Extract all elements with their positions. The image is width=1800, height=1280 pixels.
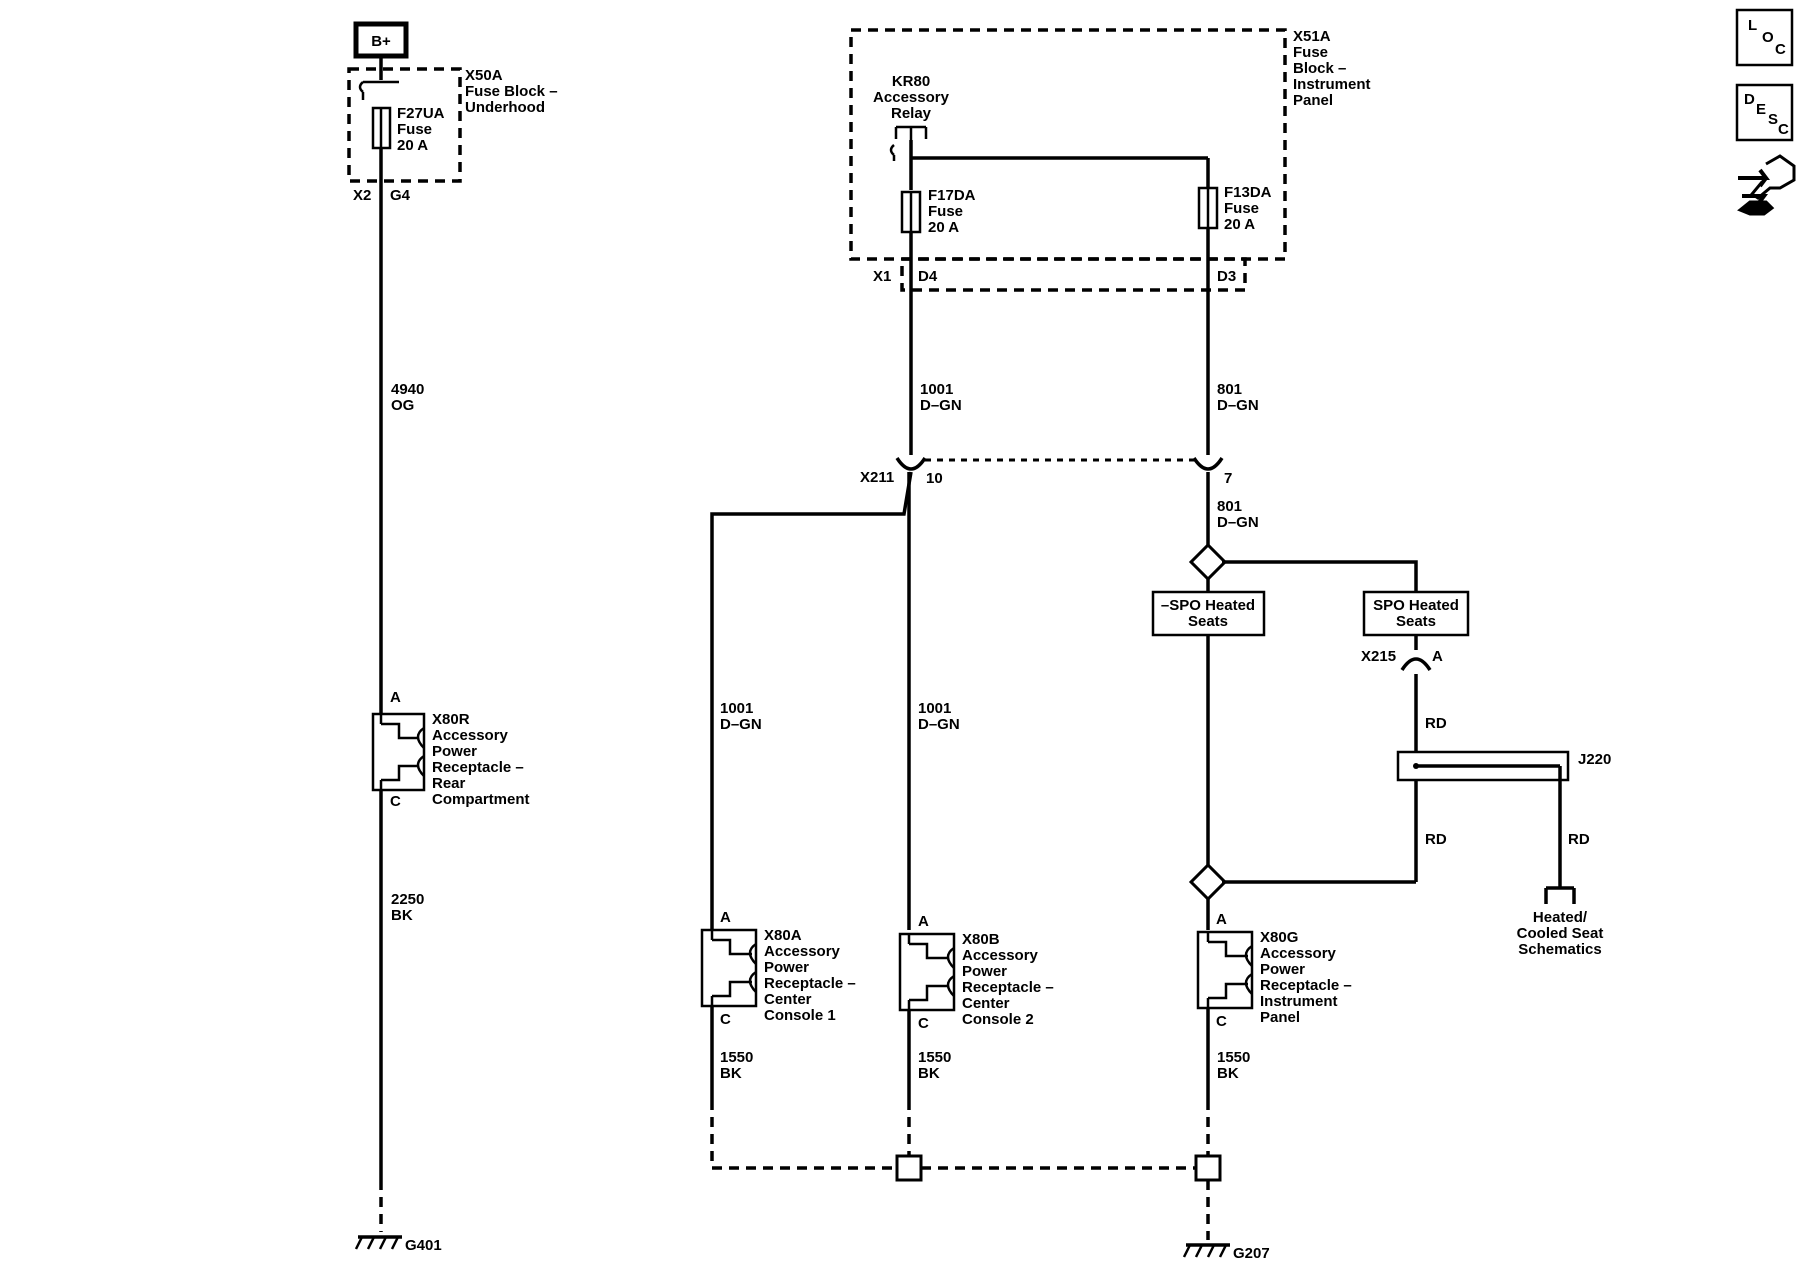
ground-g207: G207	[1182, 1243, 1270, 1262]
svg-text:C: C	[720, 1011, 731, 1028]
svg-text:RD: RD	[1568, 831, 1590, 848]
connector-x211: X211 10 7	[860, 457, 1232, 487]
svg-text:10: 10	[926, 470, 943, 487]
svg-text:C: C	[390, 793, 401, 810]
svg-text:G207: G207	[1233, 1245, 1270, 1262]
svg-text:J220: J220	[1578, 751, 1611, 768]
svg-text:D4: D4	[918, 268, 938, 285]
svg-text:A: A	[390, 689, 401, 706]
svg-text:C: C	[1775, 41, 1786, 58]
svg-text:O: O	[1762, 29, 1774, 46]
fuse-block-underhood-id: X50A	[465, 67, 503, 84]
svg-text:B+: B+	[371, 33, 391, 50]
ground-g401: G401	[354, 1235, 442, 1254]
connector-x215: X215 A	[1361, 648, 1443, 690]
connector-x2-label: X2	[353, 187, 371, 204]
svg-text:X215: X215	[1361, 648, 1396, 665]
location-button[interactable]: L O C	[1735, 8, 1794, 67]
svg-text:C: C	[1216, 1013, 1227, 1030]
svg-text:G401: G401	[405, 1237, 442, 1254]
svg-text:7: 7	[1224, 470, 1232, 487]
svg-text:A: A	[1432, 648, 1443, 665]
fuse-block-underhood-name: Fuse Block –Underhood	[465, 83, 558, 116]
svg-text:A: A	[918, 913, 929, 930]
description-button[interactable]: D E S C	[1735, 83, 1794, 142]
svg-text:X211: X211	[860, 469, 894, 486]
svg-text:S: S	[1768, 111, 1778, 128]
svg-text:C: C	[1778, 121, 1789, 138]
svg-text:C: C	[918, 1015, 929, 1032]
splice-j220: J220	[1396, 750, 1611, 888]
connector-view-icon[interactable]	[1737, 154, 1796, 216]
svg-text:A: A	[1216, 911, 1227, 928]
svg-text:E: E	[1756, 101, 1766, 118]
svg-text:RD: RD	[1425, 715, 1447, 732]
svg-text:X1: X1	[873, 268, 891, 285]
svg-text:X51A: X51A	[1293, 28, 1331, 45]
svg-text:D: D	[1744, 91, 1755, 108]
pin-g4-label: G4	[390, 187, 411, 204]
svg-text:D3: D3	[1217, 268, 1236, 285]
svg-text:L: L	[1748, 17, 1757, 34]
svg-text:A: A	[720, 909, 731, 926]
svg-text:RD: RD	[1425, 831, 1447, 848]
battery-terminal: B+	[353, 21, 409, 59]
